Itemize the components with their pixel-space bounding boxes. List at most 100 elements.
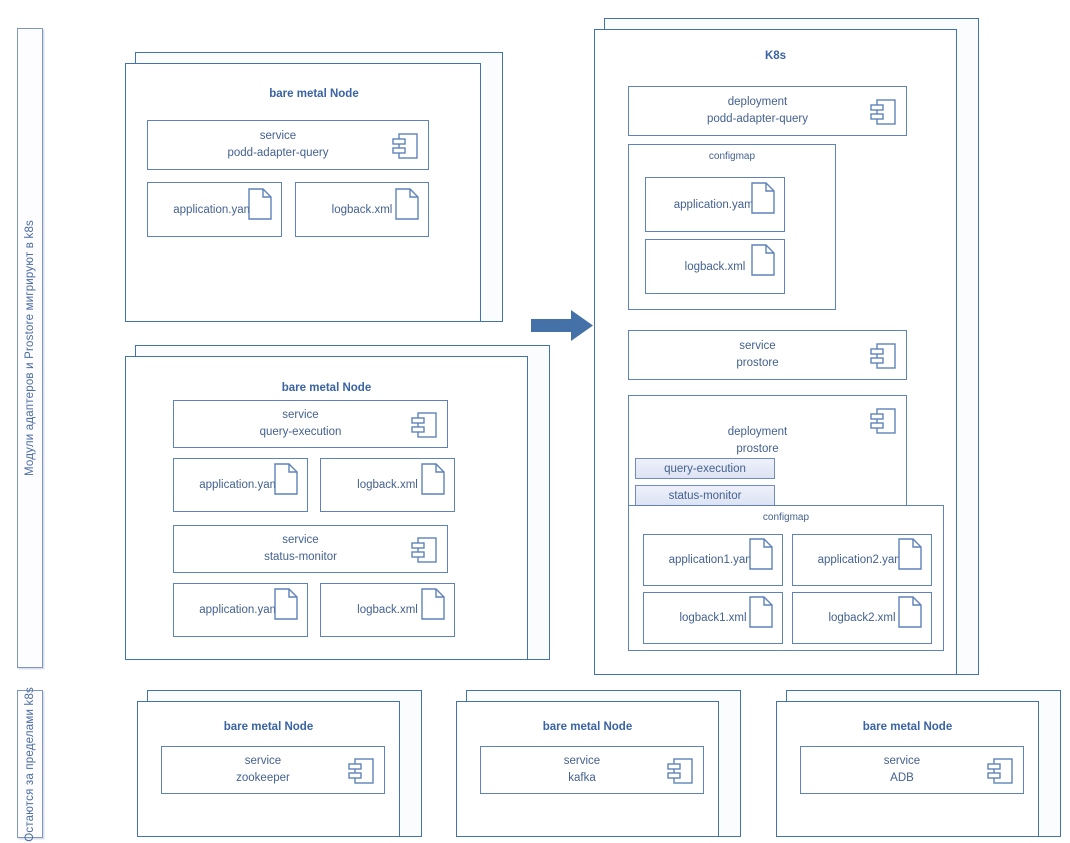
node-zk-service-kind: service bbox=[244, 755, 282, 767]
k8s-cm-prostore-file-label-0: application1.yaml bbox=[668, 554, 758, 566]
k8s-top-face bbox=[604, 18, 979, 29]
node-1-side-face bbox=[481, 52, 503, 322]
node-kafka-title: bare metal Node bbox=[542, 721, 633, 733]
node-1-service-kind: service bbox=[259, 130, 297, 142]
node-2-service-1-kind: service bbox=[282, 534, 319, 546]
k8s-cm-prostore-file-logback1-xml: logback1.xml bbox=[643, 592, 783, 644]
file-document-icon bbox=[395, 188, 419, 220]
node-2-file-logback-xml-2: logback.xml bbox=[320, 583, 455, 637]
node-2-service-status-monitor: service status-monitor bbox=[173, 525, 448, 573]
rail-label-migrating: Модули адаптеров и Prostore мигрируют в … bbox=[24, 219, 36, 477]
node-adb-service-adb: service ADB bbox=[800, 746, 1024, 794]
node-zk-service-zookeeper: service zookeeper bbox=[161, 746, 385, 794]
bare-metal-node-1: bare metal Node service podd-adapter-que… bbox=[125, 52, 503, 322]
k8s-configmap-adapter-title: configmap bbox=[708, 151, 756, 162]
k8s-pod-status-monitor: status-monitor bbox=[635, 485, 775, 506]
k8s-configmap-adapter: configmap application.yaml logback.xml bbox=[628, 144, 836, 310]
node-2-file-label-1-1: logback.xml bbox=[357, 604, 418, 616]
k8s-panel: K8s deployment podd-adapter-query config… bbox=[594, 18, 979, 675]
uml-component-icon bbox=[392, 133, 418, 159]
node-kafka-service-name: kafka bbox=[568, 772, 596, 784]
k8s-service-prostore-kind: service bbox=[739, 340, 776, 352]
k8s-configmap-prostore-title: configmap bbox=[762, 512, 810, 523]
rail-outside-k8s: Остаются за пределами k8s bbox=[17, 687, 43, 841]
uml-component-icon bbox=[987, 758, 1013, 784]
k8s-deployment-adapter-name: podd-adapter-query bbox=[706, 113, 808, 125]
file-document-icon bbox=[274, 588, 298, 620]
file-document-icon bbox=[749, 538, 773, 570]
k8s-cm-adapter-file-label-1: logback.xml bbox=[684, 260, 746, 273]
k8s-deployment-prostore-kind: deployment bbox=[727, 426, 788, 438]
k8s-side-face bbox=[957, 18, 979, 675]
node-2-file-application-yaml-1: application.yaml bbox=[173, 458, 308, 512]
k8s-cm-prostore-file-label-1: application2.yaml bbox=[817, 554, 907, 566]
k8s-service-prostore: service prostore bbox=[628, 330, 907, 380]
k8s-configmap-adapter-file-application-yaml: application.yaml bbox=[645, 177, 785, 232]
node-2-file-logback-xml-1: logback.xml bbox=[320, 458, 455, 512]
node-kafka-side-face bbox=[719, 690, 741, 837]
file-document-icon bbox=[274, 463, 298, 495]
bare-metal-node-adb: bare metal Node service ADB bbox=[776, 690, 1061, 837]
file-document-icon bbox=[248, 188, 272, 220]
file-document-icon bbox=[751, 182, 775, 214]
node-adb-service-kind: service bbox=[883, 755, 921, 767]
node-2-file-application-yaml-2: application.yaml bbox=[173, 583, 308, 637]
uml-component-icon bbox=[348, 758, 374, 784]
node-zk-title: bare metal Node bbox=[223, 721, 314, 733]
k8s-cm-adapter-file-label-0: application.yaml bbox=[673, 198, 757, 211]
node-2-service-query-execution: service query-execution bbox=[173, 400, 448, 448]
rail-migrating-to-k8s: Модули адаптеров и Prostore мигрируют в … bbox=[17, 28, 43, 668]
uml-component-icon bbox=[667, 758, 693, 784]
node-adb-service-name: ADB bbox=[890, 772, 914, 784]
rail-label-outside: Остаются за пределами k8s bbox=[24, 686, 36, 842]
node-2-file-label-0-1: logback.xml bbox=[357, 479, 418, 491]
k8s-pod-label-1: status-monitor bbox=[668, 489, 742, 502]
k8s-deployment-prostore: deployment prostore query-execution stat… bbox=[628, 395, 907, 506]
k8s-configmap-adapter-file-logback-xml: logback.xml bbox=[645, 239, 785, 294]
node-zk-service-name: zookeeper bbox=[236, 772, 290, 784]
node-2-service-1-name: status-monitor bbox=[264, 551, 337, 563]
bare-metal-node-2: bare metal Node service query-execution … bbox=[125, 345, 550, 660]
k8s-deployment-prostore-name: prostore bbox=[736, 443, 779, 455]
migration-arrow bbox=[531, 310, 593, 341]
bare-metal-node-zookeeper: bare metal Node service zookeeper bbox=[137, 690, 422, 837]
node-1-file-logback-xml: logback.xml bbox=[295, 182, 429, 237]
uml-component-icon bbox=[870, 343, 896, 369]
uml-component-icon bbox=[870, 99, 896, 125]
node-2-file-label-0-0: application.yaml bbox=[199, 479, 282, 491]
file-document-icon bbox=[898, 538, 922, 570]
k8s-configmap-prostore: configmap application1.yaml application2… bbox=[628, 505, 944, 651]
node-kafka-service-kafka: service kafka bbox=[480, 746, 704, 794]
uml-component-icon bbox=[870, 408, 896, 434]
node-1-title: bare metal Node bbox=[269, 88, 359, 100]
file-document-icon bbox=[751, 244, 775, 276]
node-2-top-face bbox=[135, 345, 550, 356]
k8s-deployment-adapter-kind: deployment bbox=[727, 96, 788, 108]
node-1-service-podd-adapter-query: service podd-adapter-query bbox=[147, 120, 429, 170]
k8s-cm-prostore-file-application2-yaml: application2.yaml bbox=[792, 534, 932, 586]
node-adb-top-face bbox=[786, 690, 1061, 701]
k8s-cm-prostore-file-label-2: logback1.xml bbox=[679, 612, 747, 624]
file-document-icon bbox=[421, 588, 445, 620]
file-document-icon bbox=[421, 463, 445, 495]
node-zk-side-face bbox=[400, 690, 422, 837]
uml-component-icon bbox=[411, 537, 437, 563]
node-2-file-label-1-0: application.yaml bbox=[199, 604, 282, 616]
file-document-icon bbox=[898, 596, 922, 628]
node-1-file-label-0: application.yaml bbox=[173, 203, 256, 216]
uml-component-icon bbox=[411, 412, 437, 438]
k8s-cm-prostore-file-label-3: logback2.xml bbox=[828, 612, 896, 624]
k8s-cm-prostore-file-logback2-xml: logback2.xml bbox=[792, 592, 932, 644]
node-adb-title: bare metal Node bbox=[862, 721, 953, 733]
k8s-deployment-podd-adapter-query: deployment podd-adapter-query bbox=[628, 86, 907, 136]
node-2-title: bare metal Node bbox=[281, 382, 372, 394]
k8s-pod-label-0: query-execution bbox=[664, 462, 746, 475]
node-adb-side-face bbox=[1039, 690, 1061, 837]
file-document-icon bbox=[749, 596, 773, 628]
node-zk-top-face bbox=[147, 690, 422, 701]
k8s-service-prostore-name: prostore bbox=[736, 357, 779, 369]
node-1-file-application-yaml: application.yaml bbox=[147, 182, 282, 237]
node-2-service-0-name: query-execution bbox=[259, 426, 342, 438]
node-1-file-label-1: logback.xml bbox=[331, 203, 393, 216]
node-2-side-face bbox=[528, 345, 550, 660]
